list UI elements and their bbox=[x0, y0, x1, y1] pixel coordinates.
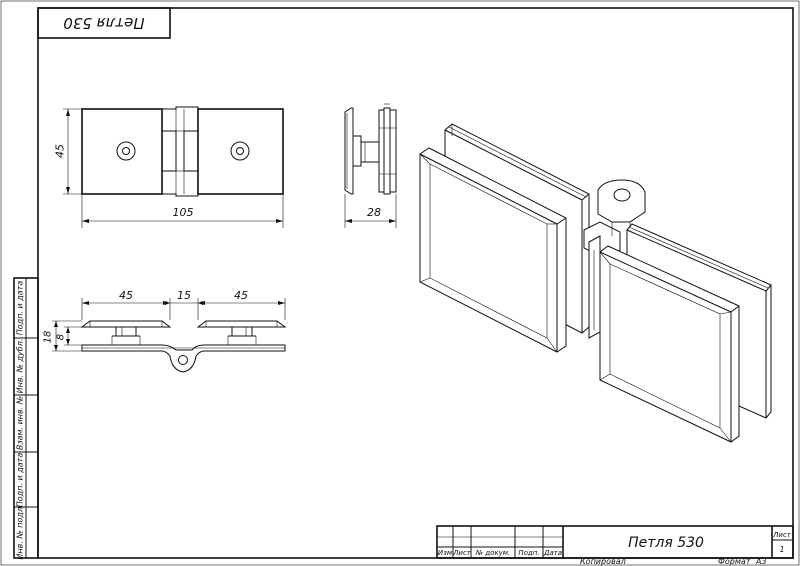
code-stamp: Петля 530 bbox=[37, 7, 171, 39]
plan-gap-dim: 15 bbox=[177, 289, 191, 302]
title-block: Изм Лист № докум. Подп. Дата Петля 530 Л… bbox=[436, 525, 794, 559]
isometric-view bbox=[419, 123, 772, 443]
part-name: Петля 530 bbox=[628, 535, 704, 551]
side-strip-label-4: Подп. и дата bbox=[16, 453, 25, 508]
plan-left-dim: 45 bbox=[119, 289, 133, 302]
plan-glass-dim: 8 bbox=[56, 334, 67, 340]
side-strip-label-5: Инв. № подл. bbox=[16, 504, 25, 559]
front-width-dim: 105 bbox=[173, 206, 194, 219]
side-strip-label-1: Подп. и дата bbox=[16, 281, 25, 336]
side-thickness-dim: 28 bbox=[367, 206, 381, 219]
plan-right-dim: 45 bbox=[234, 289, 248, 302]
plan-view: 45 15 45 18 8 bbox=[43, 289, 287, 373]
side-view: 28 bbox=[344, 103, 397, 228]
right-mount-hole bbox=[230, 141, 250, 161]
front-view: 45 105 bbox=[54, 106, 284, 228]
tb-col-list: Лист bbox=[452, 549, 472, 557]
side-strip-label-2: Инв. № дубл. bbox=[16, 339, 25, 394]
hinge-pin bbox=[178, 355, 188, 365]
tb-col-date: Дата bbox=[543, 549, 562, 557]
front-height-dim: 45 bbox=[54, 144, 67, 158]
left-mount-hole bbox=[116, 141, 136, 161]
tb-col-izm: Изм bbox=[438, 549, 453, 557]
format-label: Формат bbox=[718, 557, 751, 566]
format-value: A3 bbox=[755, 557, 767, 566]
sheet-label: Лист bbox=[772, 531, 792, 539]
plan-height-dim: 18 bbox=[43, 331, 54, 344]
tb-col-sign: Подп. bbox=[518, 549, 539, 557]
side-strip-label-3: Взам. инв. № bbox=[16, 396, 25, 450]
sheet-number: 1 bbox=[779, 545, 784, 554]
code-stamp-text: Петля 530 bbox=[63, 14, 144, 32]
tb-col-doc: № докум. bbox=[475, 549, 511, 557]
copied-label: Копировал bbox=[580, 557, 626, 566]
side-strip: Подп. и дата Инв. № дубл. Взам. инв. № П… bbox=[13, 277, 39, 560]
